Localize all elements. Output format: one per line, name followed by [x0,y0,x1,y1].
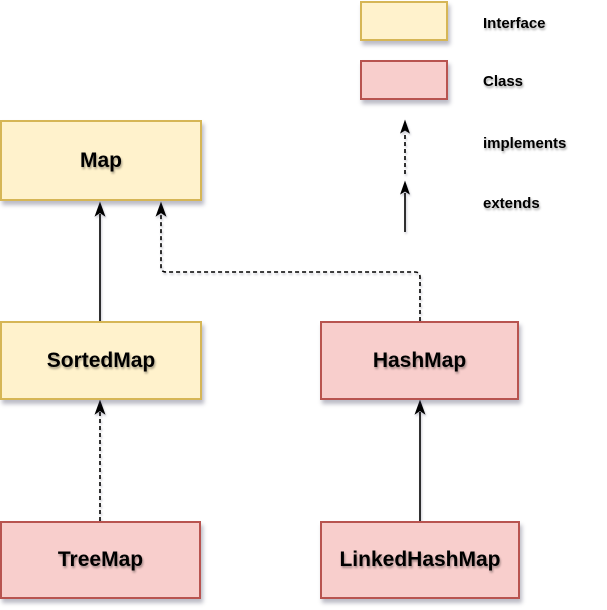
legend-label-implements: implements [483,134,567,152]
node-label: Map [80,148,122,172]
legend-class-swatch [360,60,448,100]
legend-label-extends: extends [483,194,540,212]
edge-treemap-implements-sortedmap [94,399,106,521]
node-label: HashMap [372,348,467,372]
node-treemap: TreeMap [0,521,201,599]
node-label: TreeMap [57,548,144,571]
edge-sortedmap-extends-map [94,201,106,321]
legend-extends-arrow [400,180,410,232]
node-label: SortedMap [46,348,156,372]
legend-label-class: Class [483,72,524,90]
node-hashmap: HashMap [320,321,519,400]
legend-label-interface: Interface [483,14,546,32]
node-linkedhashmap: LinkedHashMap [320,521,520,599]
node-map: Map [0,120,202,201]
edge-linkedhashmap-extends-hashmap [414,399,426,521]
node-label: LinkedHashMap [339,548,501,571]
edge-hashmap-implements-map [155,201,421,321]
node-sortedmap: SortedMap [0,321,202,400]
legend-implements-arrow [400,119,410,174]
legend-interface-swatch [360,1,448,41]
